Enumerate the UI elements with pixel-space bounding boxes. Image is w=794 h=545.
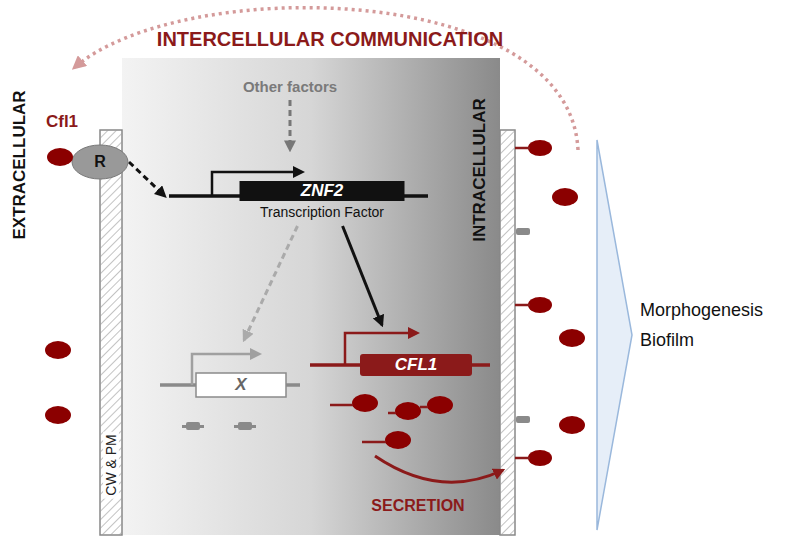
- secretion-arrow: [375, 456, 503, 482]
- factor-label: Other factors: [243, 78, 337, 95]
- gene-description: Transcription Factor: [260, 204, 384, 220]
- cytoplasm: [122, 58, 500, 535]
- cell-wall-left: [100, 130, 122, 535]
- gene-cfl1: CFL1: [310, 325, 490, 380]
- signal-arrow: [129, 162, 165, 196]
- gene-name: CFL1: [395, 355, 438, 375]
- receptor: R: [71, 144, 129, 180]
- gene-x: X: [160, 340, 300, 402]
- cell-wall-hatch: [100, 130, 122, 535]
- cell-wall-hatch: [500, 130, 515, 535]
- molecule-label: Cfl1: [46, 112, 78, 132]
- gene-znf2: ZNF2Transcription Factor: [165, 160, 430, 226]
- gene-name: X: [235, 375, 246, 395]
- cfl1-molecules: [45, 140, 585, 466]
- other-factors-arrow: [289, 100, 292, 150]
- cell-wall-right: [500, 130, 515, 535]
- regulation-arrow: [244, 226, 298, 340]
- process-label: SECRETION: [371, 497, 464, 515]
- outcome-label: Morphogenesis: [640, 300, 763, 321]
- wall-label: CW & PM: [103, 431, 119, 498]
- outcome-label: Biofilm: [640, 330, 694, 351]
- communication-arrow: [74, 8, 578, 150]
- regulation-arrow: [343, 226, 382, 325]
- node-shape: [160, 340, 300, 402]
- effect-wedge: [597, 140, 632, 530]
- gene-name: ZNF2: [301, 181, 344, 201]
- region-label: EXTRACELLULAR: [10, 90, 30, 239]
- receptor-label: R: [94, 153, 106, 171]
- diagram-title: INTERCELLULAR COMMUNICATION: [157, 28, 503, 51]
- region-label: INTRACELLULAR: [470, 98, 490, 242]
